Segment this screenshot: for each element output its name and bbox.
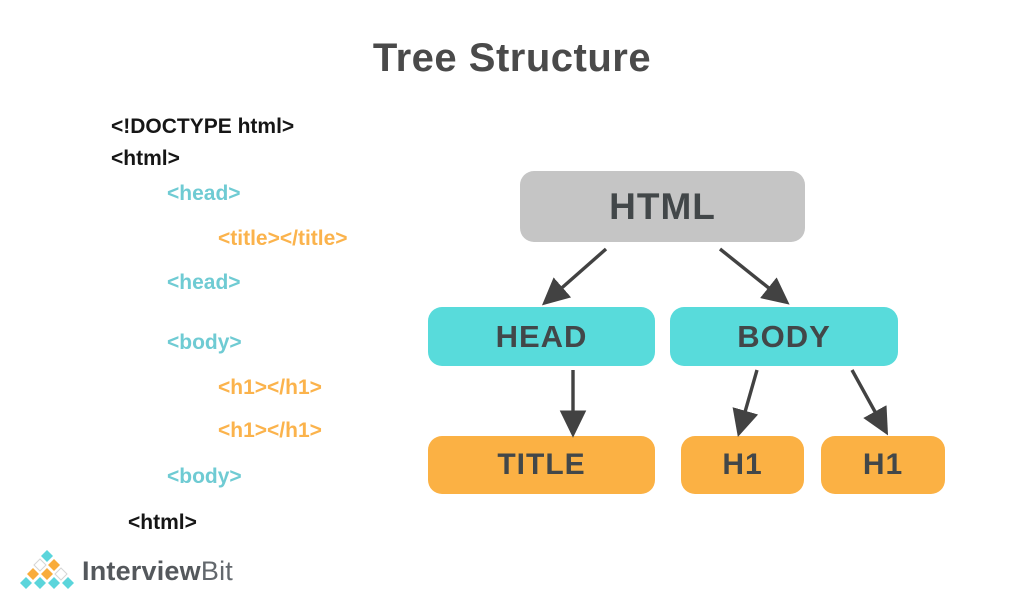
code-line: <body> — [167, 331, 242, 354]
code-line: <head> — [167, 271, 241, 294]
node-head: HEAD — [428, 307, 655, 366]
arrow-html-head — [541, 247, 608, 306]
logo-diamond — [54, 567, 68, 581]
node-title: TITLE — [428, 436, 655, 494]
node-html: HTML — [520, 171, 805, 242]
logo-mark — [20, 550, 74, 589]
node-body: BODY — [670, 307, 898, 366]
logo-diamond — [34, 577, 46, 589]
brand-text-bit: Bit — [200, 555, 233, 586]
logo-diamond — [20, 577, 32, 589]
brand-text-interview: Interview — [82, 555, 201, 586]
code-line: <body> — [167, 465, 242, 488]
logo-diamond — [33, 558, 47, 572]
code-line: <html> — [128, 511, 197, 534]
code-line: <head> — [167, 182, 241, 205]
logo-diamond — [48, 559, 60, 571]
arrow-html-body — [718, 247, 790, 305]
interviewbit-logo: InterviewBit — [20, 548, 233, 594]
code-line: <html> — [111, 147, 180, 170]
brand-text: InterviewBit — [82, 556, 233, 587]
code-line: <h1></h1> — [218, 419, 322, 442]
code-line: <!DOCTYPE html> — [111, 115, 295, 138]
logo-diamond — [27, 568, 39, 580]
logo-diamond — [41, 550, 53, 562]
code-line: <title></title> — [218, 227, 348, 250]
code-line: <h1></h1> — [218, 376, 322, 399]
node-h1-right: H1 — [821, 436, 945, 494]
logo-diamond — [62, 577, 74, 589]
page-title: Tree Structure — [372, 36, 652, 80]
logo-diamond — [48, 577, 60, 589]
node-h1-left: H1 — [681, 436, 804, 494]
arrow-body-h1-left — [732, 369, 759, 437]
arrow-body-h1-right — [850, 369, 889, 436]
logo-diamond — [41, 568, 53, 580]
